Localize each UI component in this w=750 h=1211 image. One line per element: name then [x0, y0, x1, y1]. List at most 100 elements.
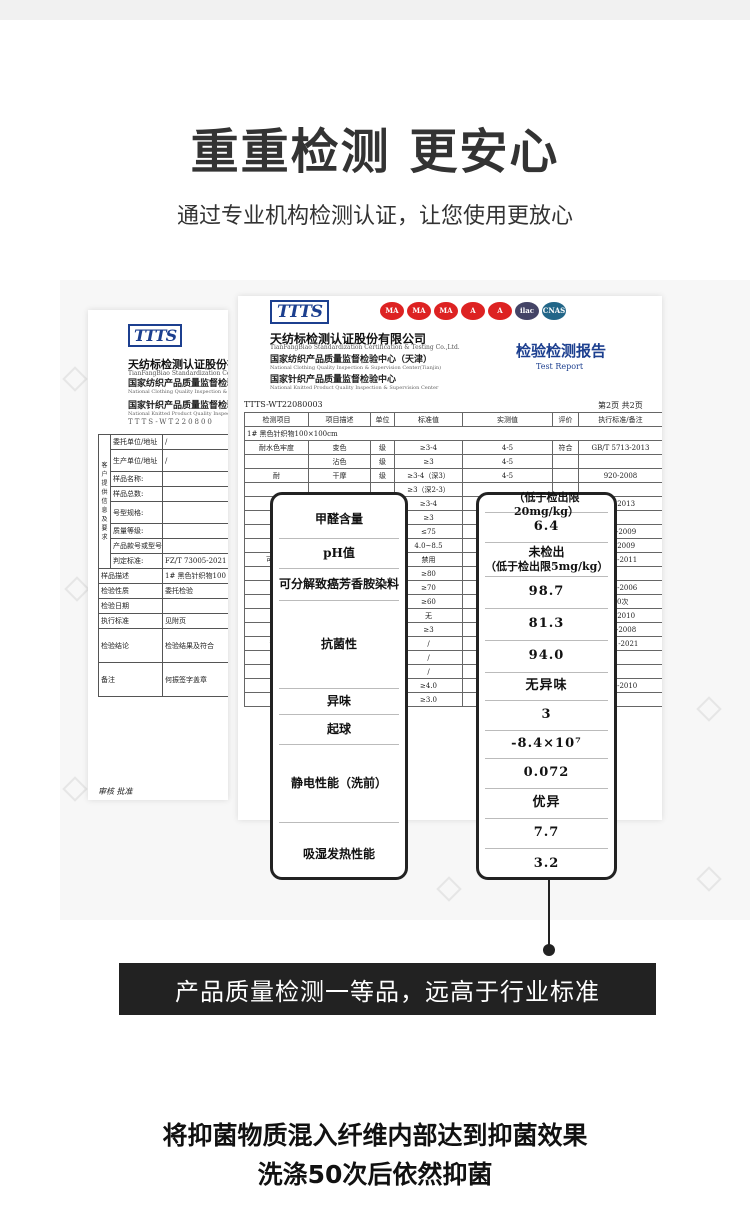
table-cell: 4-5 — [462, 468, 553, 483]
table-cell: 耐水色牢度 — [244, 440, 309, 455]
table-cell: ≥3-4（深3） — [394, 468, 463, 483]
page-subtitle: 通过专业机构检测认证，让您使用更放心 — [176, 204, 573, 229]
test-value: 98.7 — [485, 577, 608, 609]
table-cell: 干摩 — [308, 468, 371, 483]
table-row: 产品款号或型号: — [99, 538, 228, 554]
test-item: 抗菌性 — [279, 601, 399, 689]
table-cell: 检验结论 — [98, 628, 163, 663]
test-value-text: （低于检出限20mg/kg） — [513, 490, 580, 518]
table-cell: FZ/T 73005-2021 — [162, 553, 228, 569]
test-value: （低于检出限20mg/kg） — [485, 491, 608, 518]
report-number: TTTS-WT22080003 — [244, 400, 323, 409]
diamond-pattern-icon — [696, 696, 722, 722]
test-value: 0.072 — [485, 759, 608, 789]
table-header-cell: 评价 — [552, 412, 579, 427]
table-row: 客户提供信息及要求委托单位/地址/ — [98, 434, 228, 569]
test-value-text: 94.0 — [528, 648, 565, 664]
table-header-cell: 实测值 — [462, 412, 553, 427]
center-name: 国家纺织产品质量监督检验中心（天津） — [128, 379, 228, 389]
table-cell — [162, 538, 228, 554]
test-value: 3 — [485, 701, 608, 731]
table-cell — [552, 468, 579, 483]
center-name: 国家纺织产品质量监督检验中心（天津） — [270, 355, 433, 365]
certification-mark-icon: A — [488, 302, 512, 320]
table-header-cell: 执行标准/备注 — [578, 412, 662, 427]
table-cell: 级 — [370, 440, 395, 455]
test-value-text: 无异味 — [525, 678, 568, 694]
table-cell: 级 — [370, 468, 395, 483]
table-cell — [162, 501, 228, 524]
company-name-en: TianFangBiao Standardization Certificati… — [270, 344, 460, 351]
table-cell — [162, 486, 228, 502]
report-title-en: Test Report — [536, 362, 584, 371]
test-item: 吸湿发热性能 — [302, 846, 375, 861]
test-value: 3.2 — [485, 849, 608, 879]
table-cell: 见附页 — [162, 613, 228, 629]
footer-line-2: 洗涤50次后依然抑菌 — [257, 1160, 493, 1189]
table-cell: 质量等级: — [110, 523, 163, 539]
table-cell: 产品款号或型号: — [110, 538, 163, 554]
ttts-logo: TTTS — [128, 324, 183, 347]
table-row: 检验日期 — [98, 598, 228, 614]
table-row: 样品名称: — [99, 471, 228, 487]
table-cell — [244, 454, 309, 469]
table-row: 生产单位/地址/ — [99, 449, 228, 472]
certification-mark-icon: ilac — [515, 302, 539, 320]
table-cell: 检验日期 — [98, 598, 163, 614]
test-value: 7.7 — [485, 819, 608, 849]
report-page-left: TTTS 天纺标检测认证股份有限公司 TianFangBiao Standard… — [88, 310, 228, 800]
certification-mark-icon: MA — [407, 302, 431, 320]
test-value: 优异 — [485, 789, 608, 819]
table-cell — [162, 471, 228, 487]
table-header-cell: 标准值 — [394, 412, 463, 427]
table-cell — [552, 454, 579, 469]
certification-mark-icon: A — [461, 302, 485, 320]
table-header-cell: 检测项目 — [244, 412, 309, 427]
table-row: 执行标准见附页 — [98, 613, 228, 629]
signature: 审核 批准 — [98, 787, 133, 796]
table-row: 检验性质委托检验 — [98, 583, 228, 599]
test-item: 可分解致癌芳香胺染料 — [279, 569, 399, 601]
table-cell: 沾色 — [308, 454, 371, 469]
table-row: 备注何振签字盖章 — [98, 662, 228, 697]
center-name-en: National Clothing Quality Inspection & S… — [270, 365, 442, 371]
test-value-text: 优异 — [532, 795, 561, 811]
side-label: 客户提供信息及要求 — [98, 434, 111, 569]
table-cell: ≥3-4 — [394, 440, 463, 455]
table-cell: / — [162, 449, 228, 472]
diamond-pattern-icon — [62, 366, 88, 392]
table-row: 质量等级: — [99, 523, 228, 539]
diamond-pattern-icon — [64, 576, 90, 602]
test-value: 94.0 — [485, 641, 608, 673]
table-cell: 1# 黑色针织物100 — [162, 568, 228, 584]
company-name: 天纺标检测认证股份有限公司 — [270, 332, 427, 346]
test-value-text: 未检出 — [528, 545, 565, 560]
diamond-pattern-icon — [62, 776, 88, 802]
footer-line-1: 将抑菌物质混入纤维内部达到抑菌效果 — [162, 1121, 588, 1150]
test-item: 起球 — [279, 715, 399, 745]
diamond-pattern-icon — [696, 866, 722, 892]
test-item: pH值 — [279, 539, 399, 569]
center-name: 国家针织产品质量监督检验中心 — [270, 375, 397, 385]
leader-dot — [543, 944, 555, 956]
table-cell: 执行标准 — [98, 613, 163, 629]
company-name: 天纺标检测认证股份有限公司 — [128, 358, 228, 371]
top-strip — [0, 0, 750, 20]
client-info-table: 客户提供信息及要求委托单位/地址/生产单位/地址/样品名称:样品总数:号型规格:… — [98, 434, 228, 697]
test-value-text: 3 — [541, 707, 552, 723]
table-cell: 委托检验 — [162, 583, 228, 599]
table-cell: 920-2008 — [578, 468, 662, 483]
table-cell: 生产单位/地址 — [110, 449, 163, 472]
test-value-text: （低于检出限5mg/kg） — [485, 560, 609, 574]
table-cell: 样品名称: — [110, 471, 163, 487]
sample-description: 1# 黑色针织物100×100cm — [244, 426, 662, 441]
table-cell: GB/T 5713-2013 — [578, 440, 662, 455]
table-row: 号型规格: — [99, 501, 228, 524]
